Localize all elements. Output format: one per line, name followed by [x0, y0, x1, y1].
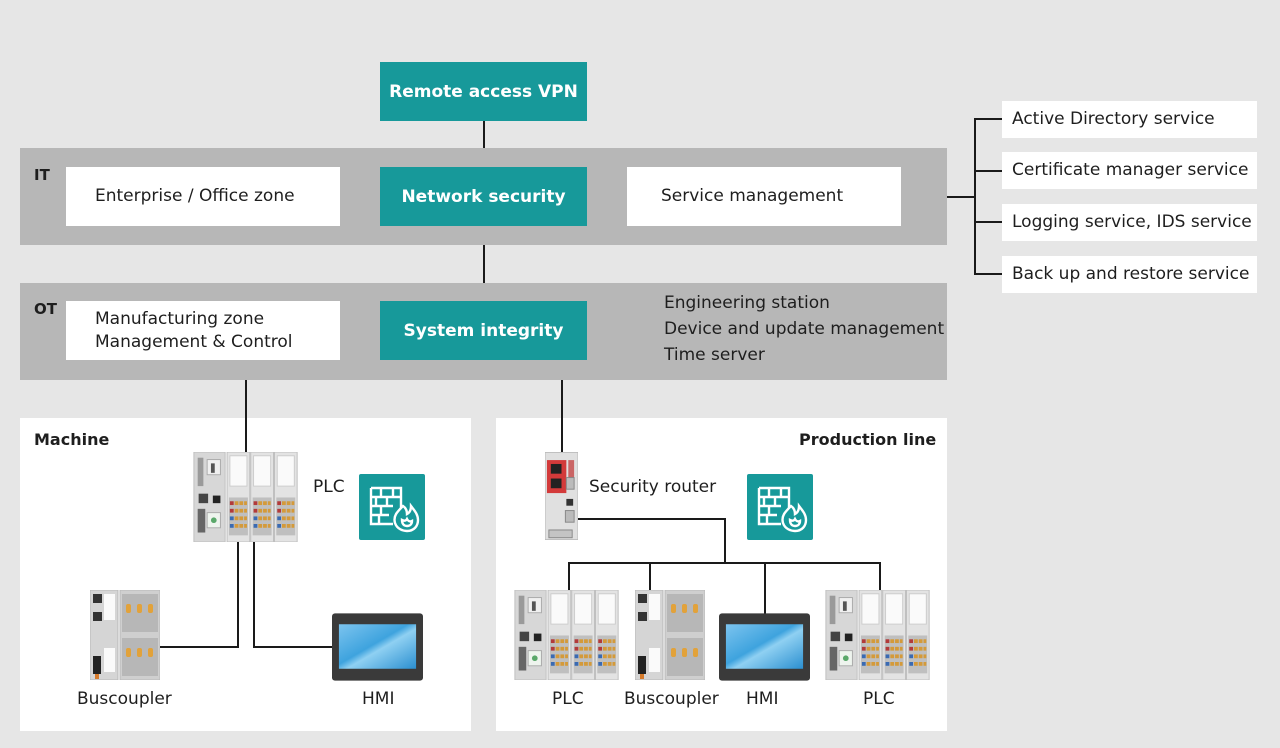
service-item-label: Logging service, IDS service [1012, 212, 1252, 233]
bus-drop-buscoupler [649, 562, 651, 592]
ot-service-engineering-station: Engineering station [664, 293, 830, 313]
services-branch-2 [974, 170, 1002, 172]
machine-panel-title: Machine [34, 430, 110, 449]
production-hmi-device [719, 613, 810, 681]
manufacturing-zone-box: Manufacturing zone Management & Control [66, 301, 340, 360]
services-branch-4 [974, 273, 1002, 275]
production-hmi-label: HMI [746, 689, 779, 709]
production-plc-2-device [824, 590, 932, 680]
service-item-backup-restore: Back up and restore service [1002, 256, 1257, 293]
enterprise-office-zone-box: Enterprise / Office zone [66, 167, 340, 226]
connector-ot-to-machine-plc [245, 380, 247, 452]
connector-plc-to-buscoupler-h [160, 646, 239, 648]
production-line-panel-title: Production line [799, 430, 937, 449]
service-item-active-directory: Active Directory service [1002, 101, 1257, 138]
network-security-box: Network security [380, 167, 587, 226]
service-management-label: Service management [661, 186, 844, 207]
enterprise-office-zone-label: Enterprise / Office zone [95, 186, 295, 207]
production-plc-1-device [513, 590, 621, 680]
remote-access-vpn-box: Remote access VPN [380, 62, 587, 121]
machine-plc-device [192, 452, 300, 542]
bus-drop-plc-1 [568, 562, 570, 592]
machine-buscoupler-label: Buscoupler [77, 689, 172, 709]
production-firewall-icon [747, 474, 813, 540]
services-bracket-vertical [974, 118, 976, 275]
ot-band-label: OT [34, 300, 57, 318]
production-plc-2-label: PLC [863, 689, 895, 709]
security-router-device [545, 452, 578, 540]
service-item-logging-ids: Logging service, IDS service [1002, 204, 1257, 241]
service-item-label: Back up and restore service [1012, 264, 1250, 285]
service-item-certificate-manager: Certificate manager service [1002, 152, 1257, 189]
services-branch-1 [974, 118, 1002, 120]
manufacturing-zone-line2: Management & Control [95, 331, 293, 352]
connector-ot-to-router [561, 380, 563, 452]
security-router-label: Security router [589, 477, 717, 497]
connector-vpn-to-network-security [483, 120, 485, 168]
machine-plc-label: PLC [313, 477, 345, 497]
production-bus-line [568, 562, 881, 564]
manufacturing-zone-line1: Manufacturing zone [95, 308, 265, 329]
connector-plc-to-hmi-h [253, 646, 333, 648]
production-buscoupler-device [635, 590, 705, 680]
ot-service-device-update-mgmt: Device and update management [664, 319, 945, 339]
machine-hmi-label: HMI [362, 689, 395, 709]
connector-router-h [578, 518, 726, 520]
system-integrity-box: System integrity [380, 301, 587, 360]
it-band-label: IT [34, 166, 50, 184]
service-item-label: Active Directory service [1012, 109, 1215, 130]
services-branch-3 [974, 221, 1002, 223]
service-management-box: Service management [627, 167, 901, 226]
service-item-label: Certificate manager service [1012, 160, 1249, 181]
machine-firewall-icon [359, 474, 425, 540]
connector-router-v [724, 518, 726, 564]
machine-hmi-device [332, 613, 423, 681]
bus-drop-hmi [764, 562, 766, 614]
ot-service-time-server: Time server [664, 345, 765, 365]
production-buscoupler-label: Buscoupler [624, 689, 719, 709]
machine-buscoupler-device [90, 590, 160, 680]
production-plc-1-label: PLC [552, 689, 584, 709]
connector-plc-to-buscoupler-v [237, 542, 239, 648]
connector-it-to-ot [483, 245, 485, 283]
connector-plc-to-hmi-v [253, 542, 255, 648]
bus-drop-plc-2 [879, 562, 881, 592]
